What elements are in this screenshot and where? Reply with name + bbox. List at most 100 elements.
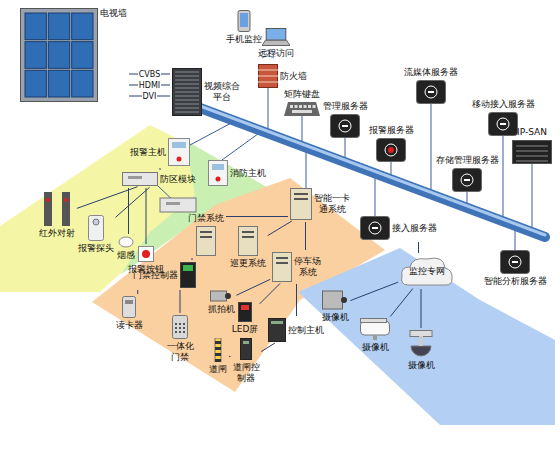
device-node: 远程访问 xyxy=(258,28,294,59)
connector xyxy=(421,289,422,328)
icon-part xyxy=(225,293,231,299)
device-node: 报警服务器 xyxy=(369,125,414,162)
device-icon xyxy=(322,290,348,310)
device-icon xyxy=(416,80,446,104)
icon-part xyxy=(175,327,177,329)
cloud-outline xyxy=(402,258,453,285)
icon-part xyxy=(258,70,278,71)
icon-part xyxy=(369,222,381,234)
icon-part xyxy=(411,346,431,356)
icon-part xyxy=(62,192,70,226)
icon-part xyxy=(243,341,249,344)
node-label: 智能一卡通系统 xyxy=(314,193,350,215)
device-node: 摄像机 xyxy=(408,330,435,371)
icon-part xyxy=(175,323,177,325)
icon-part xyxy=(48,13,69,40)
wire xyxy=(190,121,235,145)
icon-part xyxy=(242,231,254,233)
icon-part xyxy=(292,110,312,113)
icon-part xyxy=(339,120,351,132)
device-node: 抓拍机 xyxy=(208,290,235,315)
zone-module-2 xyxy=(160,198,196,212)
icon-part xyxy=(183,331,185,333)
connector xyxy=(226,216,288,217)
icon-part xyxy=(276,257,288,259)
connector xyxy=(261,343,275,352)
connector xyxy=(229,356,231,357)
device-node: 存储管理服务器 xyxy=(436,155,499,192)
connector xyxy=(296,284,297,316)
device-icon xyxy=(122,296,136,318)
icon-part xyxy=(48,42,69,69)
device-icon xyxy=(210,290,232,302)
icon-part xyxy=(377,139,406,162)
node-label: 读卡器 xyxy=(116,320,143,331)
icon-part xyxy=(175,80,199,81)
node-label: 烟感 xyxy=(117,250,135,261)
icon-part xyxy=(48,70,69,97)
device-node: 道闸控制器 xyxy=(233,338,260,384)
node-label: 门禁控制器 xyxy=(133,270,178,281)
icon-part xyxy=(258,76,278,77)
icon-part xyxy=(385,144,397,156)
icon-part xyxy=(172,142,186,148)
icon-part xyxy=(516,160,548,162)
icon-part xyxy=(284,102,320,116)
device-icon xyxy=(180,262,196,288)
icon-part xyxy=(44,192,52,226)
icon-part xyxy=(271,321,283,324)
icon-part xyxy=(425,86,437,98)
connector xyxy=(350,282,398,300)
connector xyxy=(137,290,138,294)
device-icon xyxy=(360,318,390,340)
icon-part xyxy=(295,105,298,108)
device-icon xyxy=(258,64,278,88)
node-label: 摄像机 xyxy=(362,342,389,353)
device-icon xyxy=(488,112,518,136)
device-icon xyxy=(240,338,252,360)
node-label: 巡更系统 xyxy=(230,258,266,269)
icon-part xyxy=(211,291,227,301)
signal-label: CVBS xyxy=(138,70,161,79)
icon-part xyxy=(516,150,548,152)
icon-part xyxy=(417,81,446,104)
icon-part xyxy=(239,227,258,256)
signal-label: DVI xyxy=(142,92,158,101)
device-node: 消防主机 xyxy=(208,160,266,186)
device-node: 管理服务器 xyxy=(323,101,368,138)
device-node: 智能一卡通系统 xyxy=(290,188,350,220)
icon-part xyxy=(173,316,188,339)
device-icon xyxy=(122,172,158,186)
device-node: 报警主机 xyxy=(130,138,190,166)
icon-part xyxy=(175,331,177,333)
wire xyxy=(375,173,376,216)
device-node: 门禁系统 xyxy=(188,213,224,256)
icon-part xyxy=(291,189,312,220)
node-label: 红外对射 xyxy=(39,228,75,239)
icon-part xyxy=(142,250,150,258)
icon-part xyxy=(173,69,202,116)
device-node: 智能分析服务器 xyxy=(484,250,547,287)
node-label: 消防主机 xyxy=(230,168,266,179)
device-icon xyxy=(284,102,320,116)
device-node: 道闸 xyxy=(209,338,227,375)
wire xyxy=(268,88,269,133)
icon-part xyxy=(464,179,470,181)
device-icon xyxy=(452,168,482,192)
device-node: 报警探头 xyxy=(78,215,114,254)
node-label: 移动接入服务器 xyxy=(472,99,535,110)
icon-part xyxy=(273,253,292,282)
node-label: 报警主机 xyxy=(130,147,166,158)
icon-part xyxy=(200,231,212,233)
device-node: 矩阵键盘 xyxy=(284,89,320,116)
icon-part xyxy=(290,105,293,108)
connector xyxy=(160,168,161,170)
node-label: 管理服务器 xyxy=(323,101,368,112)
icon-part xyxy=(197,227,216,256)
icon-part xyxy=(516,145,548,147)
device-icon xyxy=(268,318,286,342)
icon-part xyxy=(46,198,50,202)
icon-part xyxy=(89,216,104,241)
device-node: 烟感 xyxy=(117,236,135,261)
icon-part xyxy=(259,65,278,88)
